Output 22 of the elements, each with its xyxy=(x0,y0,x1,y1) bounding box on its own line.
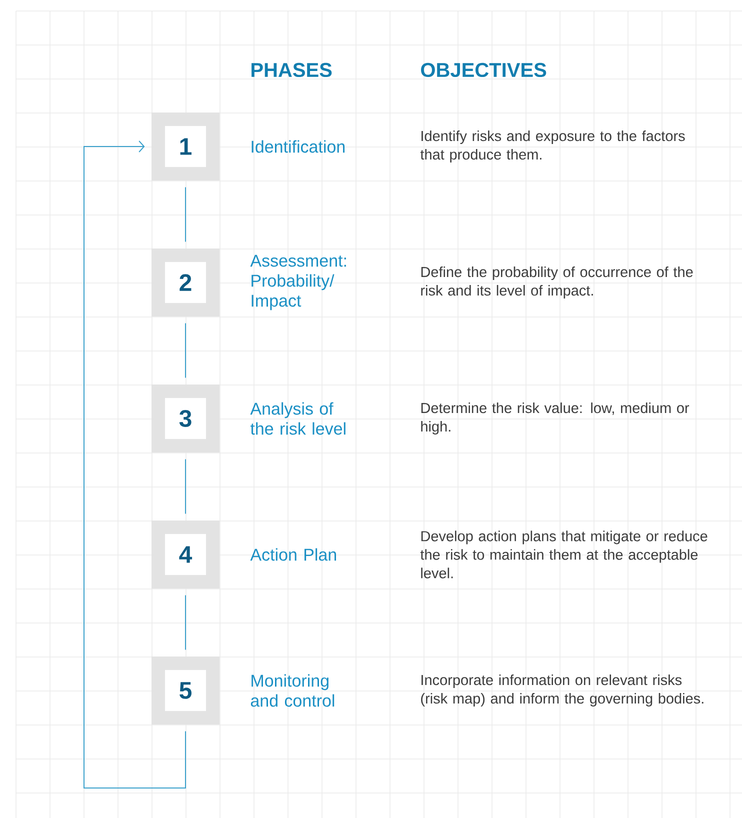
connector-line xyxy=(185,458,186,514)
column-heading: PHASES xyxy=(252,62,332,78)
objective-text: Develop action plans that mitigate or reduce the risk to maintain them at the acceptable level. xyxy=(420,530,708,578)
step-number-box: 5 xyxy=(152,656,220,724)
objective-text: Identify risks and exposure to the factors that produce them. xyxy=(420,130,685,162)
connector-line xyxy=(185,594,186,650)
column-heading: OBJECTIVES xyxy=(421,62,546,78)
connector-line xyxy=(84,140,186,788)
step-number-box: 1 xyxy=(152,112,220,180)
step-number-box: 3 xyxy=(152,384,220,452)
step-number-box: 2 xyxy=(152,248,220,316)
objective-text: Determine the risk value: low, medium or high. xyxy=(421,402,690,434)
phase-name: Identification xyxy=(252,140,345,153)
phase-name: Assessment: Probability/ Impact xyxy=(250,254,346,310)
phase-name: Monitoring and control xyxy=(250,674,334,707)
objective-text: Incorporate information on relevant risks (risk map) and inform the governing bodies. xyxy=(421,674,704,706)
step-number-box: 4 xyxy=(152,520,220,588)
connector-line xyxy=(185,186,186,242)
phase-name: Analysis of the risk level xyxy=(250,402,346,435)
objective-text: Define the probability of occurrence of the risk and its level of impact. xyxy=(421,266,693,298)
phase-name: Action Plan xyxy=(250,548,336,561)
connector-line xyxy=(185,322,186,378)
